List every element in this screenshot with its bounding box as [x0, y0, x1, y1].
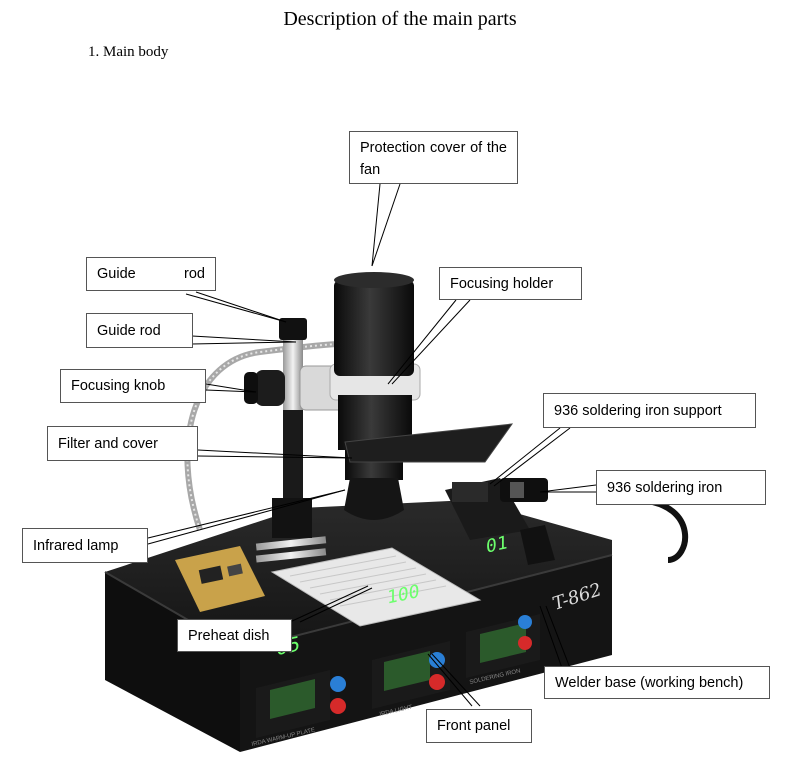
callout-protection-cover: Protection cover of the fan [349, 131, 518, 184]
pcb-board [175, 546, 265, 612]
panel-unit-right: 01 SOLDERING IRON [466, 532, 540, 686]
fan-tube [334, 272, 414, 520]
display-right-readout: 01 [486, 532, 508, 557]
callout-guide-rod-1: Guide rod [86, 257, 216, 291]
callout-infrared-lamp: Infrared lamp [22, 528, 148, 563]
callout-filter-cover: Filter and cover [47, 426, 198, 461]
soldering-iron-cable [639, 497, 689, 563]
callout-focusing-knob: Focusing knob [60, 369, 206, 403]
callout-focusing-holder: Focusing holder [439, 267, 582, 300]
section-title: 1. Main body [88, 44, 169, 60]
preheat-dish [270, 547, 482, 627]
filter-cover [344, 423, 514, 463]
callout-soldering-iron: 936 soldering iron [596, 470, 766, 505]
leader-lines [147, 183, 597, 707]
callout-guide-rod-2: Guide rod [86, 313, 193, 348]
callout-soldering-support: 936 soldering iron support [543, 393, 756, 428]
page-heading: Description of the main parts [283, 8, 517, 30]
callout-front-panel: Front panel [426, 709, 532, 743]
callout-welder-base: Welder base (working bench) [544, 666, 770, 699]
soldering-iron-station [445, 478, 555, 565]
front-panel: 05 IRDA WARM-UP PLATE 100 IRDA LIGHT 01 … [251, 532, 540, 748]
panel-unit-middle: 100 IRDA LIGHT [372, 581, 450, 718]
callout-preheat-dish: Preheat dish [177, 619, 292, 652]
